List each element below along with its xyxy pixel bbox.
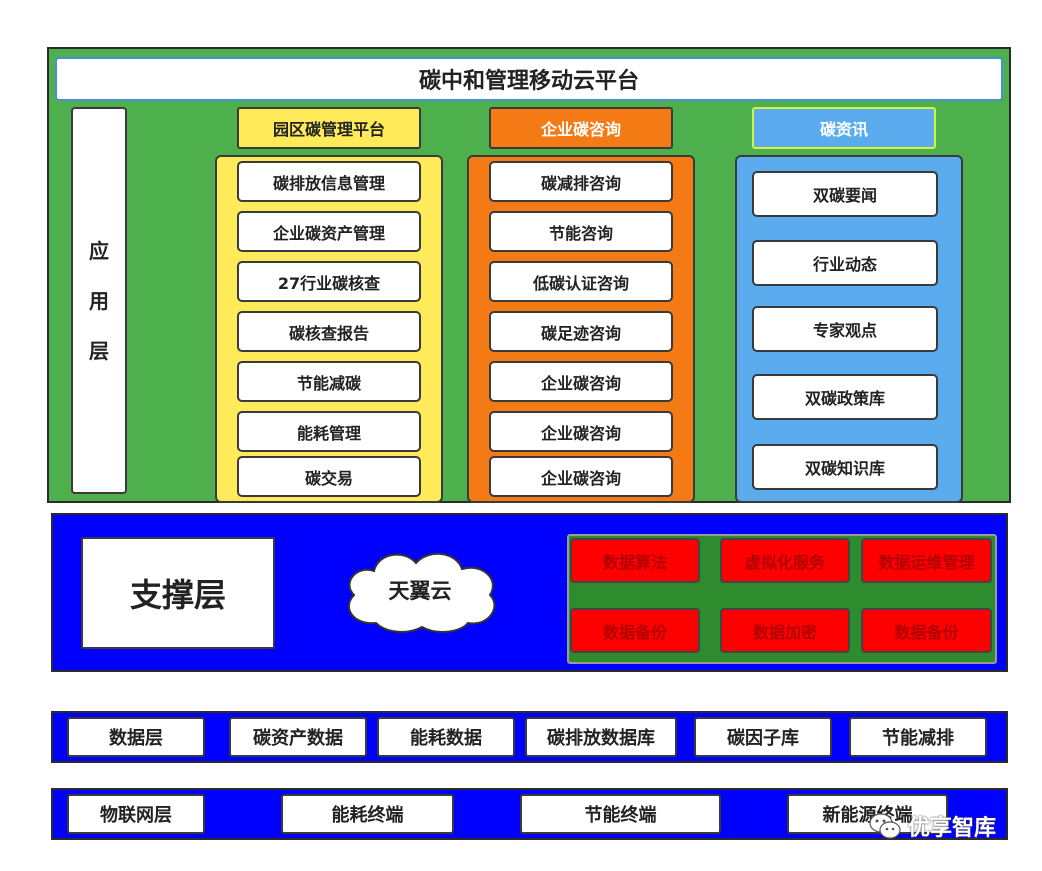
tianyi-cloud-label: 天翼云	[388, 579, 452, 603]
news-item[interactable]: 双碳政策库	[752, 374, 938, 420]
module-item[interactable]: 企业碳咨询	[489, 456, 673, 497]
data-item[interactable]: 碳因子库	[694, 717, 832, 757]
iot-item[interactable]: 节能终端	[520, 794, 721, 834]
module-item[interactable]: 碳核查报告	[237, 311, 421, 352]
data-item[interactable]: 能耗数据	[377, 717, 515, 757]
module-item[interactable]: 碳交易	[237, 456, 421, 497]
module-item[interactable]: 碳减排咨询	[489, 161, 673, 202]
carbon-news-header[interactable]: 碳资讯	[752, 107, 936, 149]
module-item[interactable]: 节能咨询	[489, 211, 673, 252]
service-item[interactable]: 数据备份	[861, 608, 992, 653]
side-label-char: 用	[89, 288, 109, 313]
module-item[interactable]: 27行业碳核查	[237, 261, 421, 302]
park-carbon-platform-header[interactable]: 园区碳管理平台	[237, 107, 421, 149]
module-item[interactable]: 企业碳咨询	[489, 361, 673, 402]
module-item[interactable]: 能耗管理	[237, 411, 421, 452]
news-item[interactable]: 双碳要闻	[752, 171, 938, 217]
news-item[interactable]: 双碳知识库	[752, 444, 938, 490]
data-item[interactable]: 节能减排	[849, 717, 987, 757]
enterprise-carbon-consulting-header[interactable]: 企业碳咨询	[489, 107, 673, 149]
service-item[interactable]: 虚拟化服务	[720, 538, 850, 583]
data-layer-label: 数据层	[67, 717, 205, 757]
cloud-icon	[348, 552, 496, 633]
watermark: 优享智库	[868, 806, 1018, 846]
application-layer-label: 应 用 层	[71, 107, 127, 494]
module-item[interactable]: 企业碳咨询	[489, 411, 673, 452]
iot-item[interactable]: 新能源终端	[787, 794, 948, 834]
service-item[interactable]: 数据算法	[570, 538, 700, 583]
module-item[interactable]: 低碳认证咨询	[489, 261, 673, 302]
side-label-char: 层	[89, 338, 109, 363]
platform-title: 碳中和管理移动云平台	[55, 57, 1003, 101]
iot-item[interactable]: 能耗终端	[281, 794, 454, 834]
side-label-char: 应	[89, 238, 109, 263]
support-layer-label: 支撑层	[81, 537, 275, 649]
service-item[interactable]: 数据备份	[570, 608, 700, 653]
service-item[interactable]: 数据加密	[720, 608, 850, 653]
module-item[interactable]: 节能减碳	[237, 361, 421, 402]
module-item[interactable]: 碳排放信息管理	[237, 161, 421, 202]
wechat-icon	[869, 813, 901, 839]
service-item[interactable]: 数据运维管理	[861, 538, 992, 583]
news-item[interactable]: 行业动态	[752, 240, 938, 286]
data-item[interactable]: 碳排放数据库	[525, 717, 677, 757]
news-item[interactable]: 专家观点	[752, 306, 938, 352]
data-item[interactable]: 碳资产数据	[229, 717, 367, 757]
iot-layer-label: 物联网层	[67, 794, 205, 834]
module-item[interactable]: 企业碳资产管理	[237, 211, 421, 252]
module-item[interactable]: 碳足迹咨询	[489, 311, 673, 352]
watermark-text: 优享智库	[908, 816, 997, 841]
